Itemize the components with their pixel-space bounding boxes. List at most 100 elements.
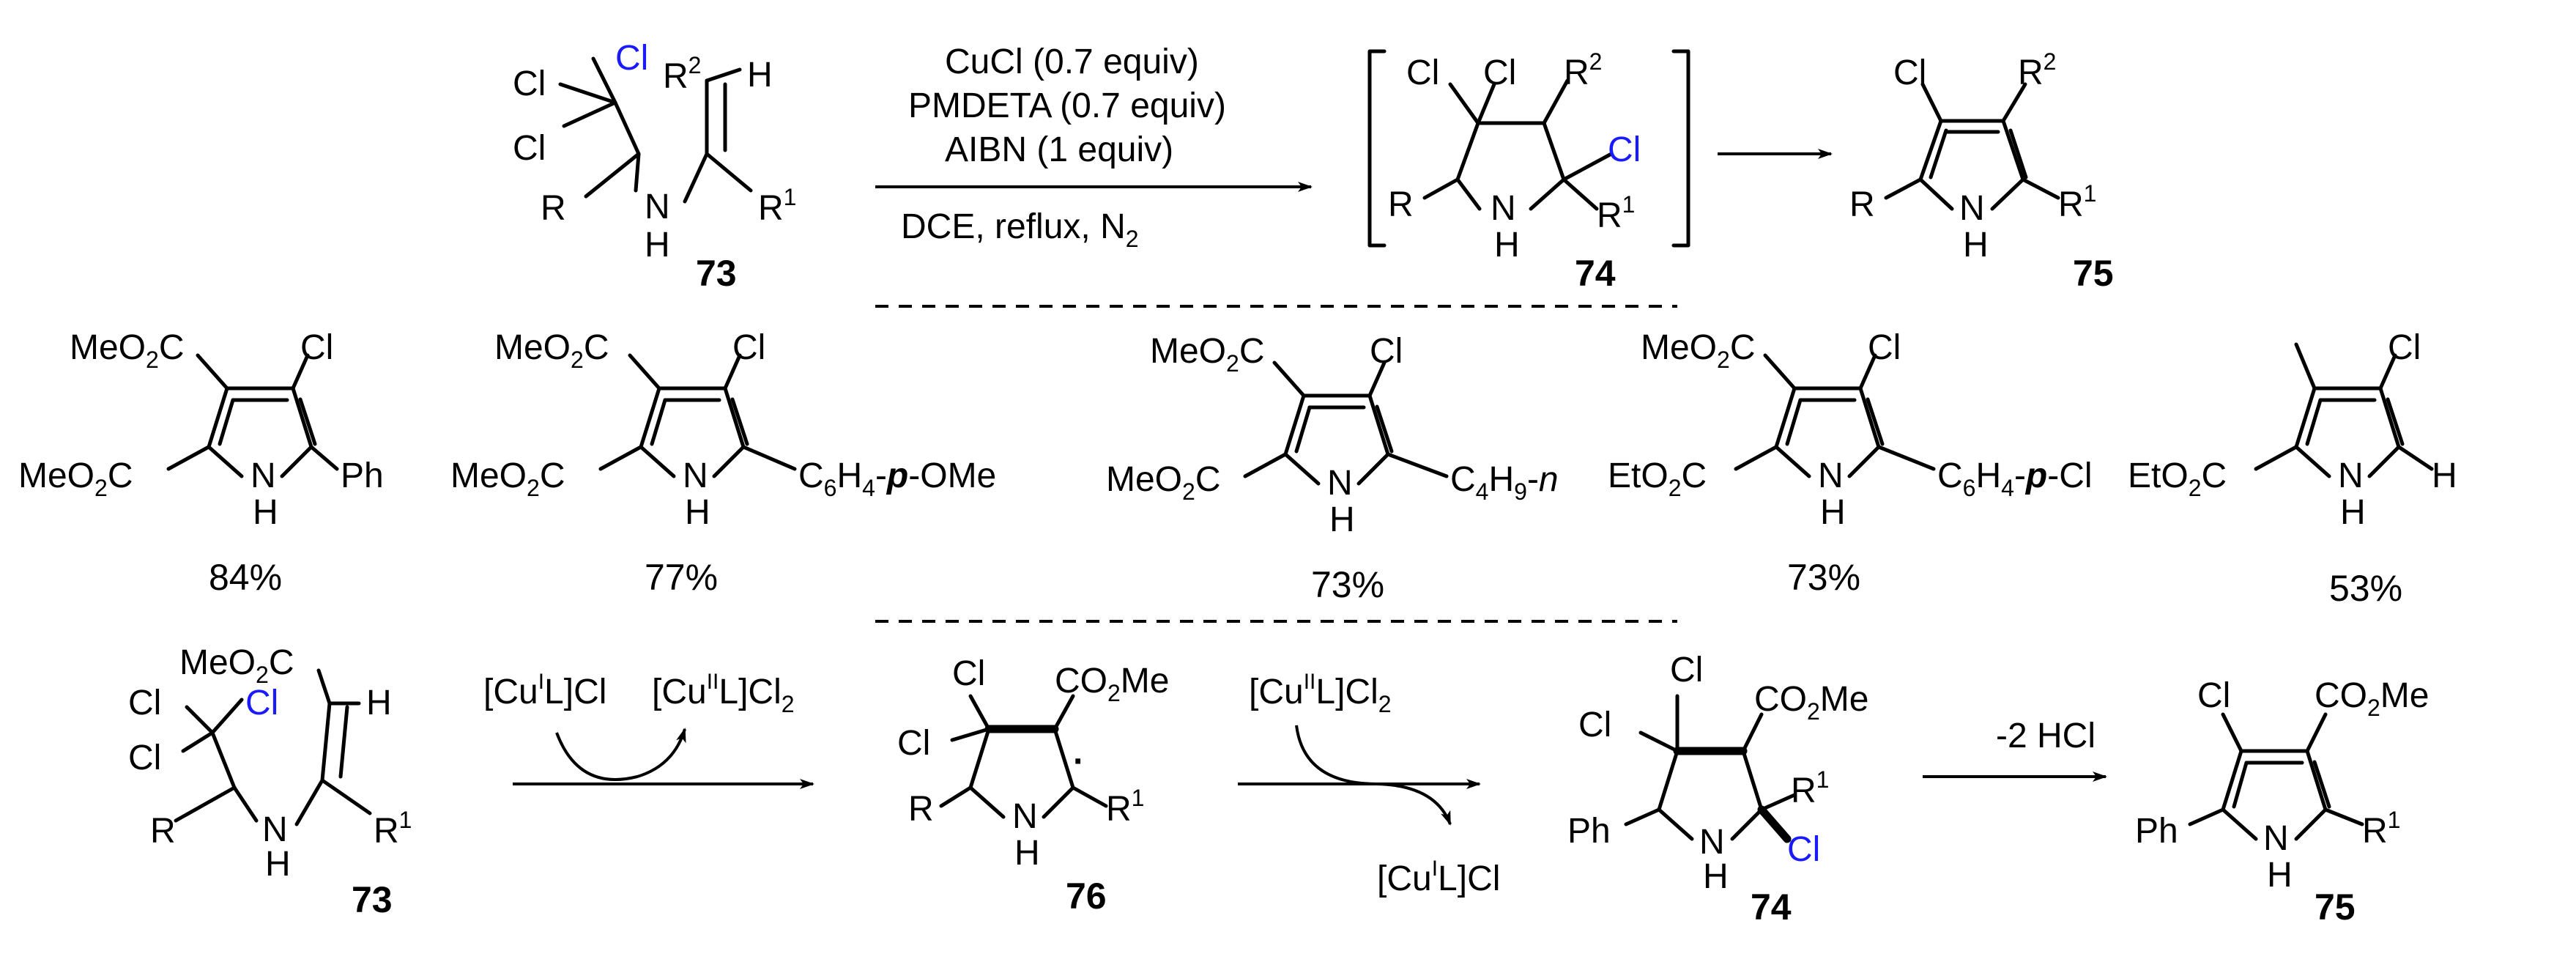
ex2-n: N <box>683 456 708 495</box>
ex3-top-ester: MeO2C <box>1150 332 1264 377</box>
mech73-cl-blue: Cl <box>245 684 278 722</box>
mech-intermediate-74: Cl Cl CO2Me Ph N H R1 Cl 74 <box>1567 651 1868 928</box>
product-r1: R1 <box>2058 180 2096 224</box>
reagent-cu1: [CuIL]Cl <box>1377 857 1500 898</box>
ex3-n: N <box>1327 464 1353 503</box>
product-cl: Cl <box>2197 676 2230 715</box>
intermediate-cl: Cl <box>1483 53 1516 92</box>
ex2-top-ester: MeO2C <box>494 328 609 373</box>
step3-hcl-elimination: -2 HCl <box>1996 717 2096 755</box>
radical-n: N <box>1012 797 1038 836</box>
condition-aibn: AIBN (1 equiv) <box>945 130 1173 169</box>
mech73-ester: MeO2C <box>179 643 294 688</box>
mech-step1: [CuIL]Cl [CuIIL]Cl2 <box>483 670 814 789</box>
ex5-h: H <box>2340 493 2366 532</box>
compound-label-74: 74 <box>1575 253 1616 294</box>
intermediate-n: N <box>1491 189 1516 228</box>
product-r: R <box>1849 185 1875 224</box>
ex1-left-ester: MeO2C <box>18 456 133 501</box>
compound-label-73: 73 <box>696 253 737 294</box>
example-pyrrole-4: MeO2C Cl EtO2C C6H4-p-Cl N H 73% <box>1608 328 2093 598</box>
ex2-left-ester: MeO2C <box>450 456 565 501</box>
product-h: H <box>2267 856 2293 895</box>
reactant-h: H <box>747 56 773 95</box>
radical-ester: CO2Me <box>1055 662 1169 706</box>
intermediate-r2: R2 <box>1564 48 1602 92</box>
ex2-cl: Cl <box>732 328 765 367</box>
radical-cl: Cl <box>952 654 985 693</box>
radical-h: H <box>1014 834 1040 873</box>
int74-cl: Cl <box>1670 651 1703 689</box>
reactant-r1: R1 <box>758 184 796 228</box>
radical-dot: · <box>1073 742 1085 781</box>
example-pyrrole-2: MeO2C Cl MeO2C C6H4-p-OMe N H 77% <box>450 328 996 598</box>
product-ph: Ph <box>2135 812 2178 851</box>
ex2-aryl: C6H4-p-OMe <box>798 456 996 501</box>
ex4-left-ester: EtO2C <box>1608 456 1707 501</box>
ex5-h-sub: H <box>2432 456 2457 495</box>
intermediate-cl: Cl <box>1406 53 1439 92</box>
intermediate-r: R <box>1388 185 1414 224</box>
compound-label-75: 75 <box>2073 253 2114 294</box>
ex1-cl: Cl <box>300 328 333 367</box>
reactant-cl: Cl <box>513 64 546 103</box>
intermediate-h: H <box>1494 226 1520 264</box>
product-n: N <box>2263 819 2289 858</box>
compound-label-73: 73 <box>352 879 393 920</box>
intermediate-r1: R1 <box>1597 191 1635 235</box>
ex4-n: N <box>1818 456 1844 495</box>
ex1-h: H <box>253 493 278 532</box>
product-cl: Cl <box>1893 53 1926 92</box>
example-pyrrole-1: MeO2C Cl MeO2C Ph N H 84% <box>18 328 384 598</box>
curved-arrow <box>555 728 686 781</box>
ex3-yield: 73% <box>1311 564 1384 605</box>
ex1-ph: Ph <box>341 456 384 495</box>
product-r2: R2 <box>2018 48 2056 92</box>
ex3-cl: Cl <box>1370 332 1403 371</box>
ex1-yield: 84% <box>209 557 282 598</box>
int74-ester: CO2Me <box>1754 680 1868 725</box>
bracket-right <box>1671 49 1690 248</box>
reactant-cl-blue: Cl <box>615 39 648 78</box>
ex4-aryl: C6H4-p-Cl <box>1937 456 2093 501</box>
int74-ph: Ph <box>1567 812 1611 851</box>
ex4-h: H <box>1820 493 1846 532</box>
top-intermediate-74: Cl Cl R2 Cl R N H R1 74 <box>1367 48 1690 294</box>
reactant-n: N <box>645 188 670 226</box>
mech-radical-76: Cl Cl CO2Me R N H R1 · 76 <box>897 654 1169 917</box>
reactant-r: R <box>541 189 566 228</box>
reactant-nh-h: H <box>645 226 670 264</box>
ex5-methyl-bond <box>2294 342 2317 391</box>
mech73-cl: Cl <box>128 684 161 722</box>
mech-product-75: Cl CO2Me Ph N H R1 75 <box>2135 676 2429 928</box>
condition-solvent: DCE, reflux, N2 <box>901 207 1139 252</box>
reagent-cu2: [CuIIL]Cl2 <box>652 670 795 717</box>
product-ester: CO2Me <box>2315 676 2429 721</box>
ex2-h: H <box>685 493 710 532</box>
mech73-cl: Cl <box>128 739 161 777</box>
example-pyrrole-3: MeO2C Cl MeO2C C4H9-n N H 73% <box>1106 332 1559 605</box>
ex4-top-ester: MeO2C <box>1641 328 1755 373</box>
mech-step2: [CuIIL]Cl2 [CuIL]Cl <box>1238 670 1500 898</box>
ex2-yield: 77% <box>645 557 718 598</box>
ex5-n: N <box>2338 456 2364 495</box>
bracket-left <box>1367 49 1387 248</box>
top-reactant-73: Cl Cl Cl R2 H R N H R1 73 <box>513 39 796 294</box>
condition-pmdeta: PMDETA (0.7 equiv) <box>908 86 1226 125</box>
mech-reactant-73: MeO2C H Cl Cl Cl R N H R1 73 <box>128 643 412 920</box>
reagent-cu1: [CuIL]Cl <box>483 670 606 711</box>
ex5-left-ester: EtO2C <box>2128 456 2227 501</box>
ex3-butyl: C4H9-n <box>1450 460 1559 505</box>
example-pyrrole-5: Cl EtO2C H N H 53% <box>2128 328 2457 609</box>
int74-r1: R1 <box>1791 766 1829 810</box>
ex5-cl: Cl <box>2388 328 2421 367</box>
mech73-r: R <box>150 812 176 851</box>
mech73-nh: H <box>265 845 291 884</box>
top-conditions: CuCl (0.7 equiv) PMDETA (0.7 equiv) AIBN… <box>875 42 1313 252</box>
compound-label-76: 76 <box>1066 876 1107 917</box>
compound-label-75: 75 <box>2315 887 2356 928</box>
mech-step3: -2 HCl <box>1923 717 2107 782</box>
ex4-yield: 73% <box>1787 557 1860 598</box>
ex4-cl: Cl <box>1868 328 1901 367</box>
